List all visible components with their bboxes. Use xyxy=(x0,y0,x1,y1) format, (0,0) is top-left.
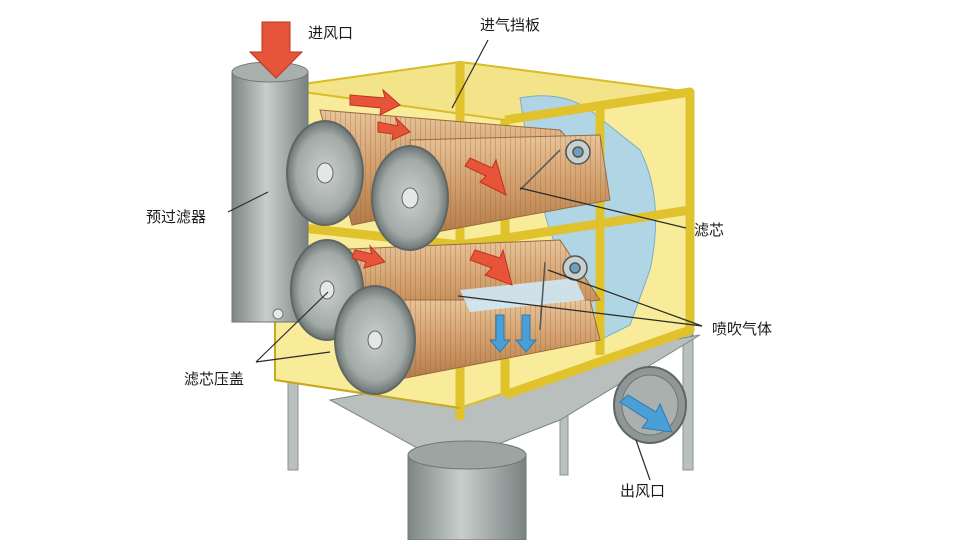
airflow-out-arrows xyxy=(488,314,673,433)
pulse-arrow xyxy=(514,314,538,353)
leader-cartridge-cover-2 xyxy=(255,351,331,363)
airflow-arrow xyxy=(351,244,386,269)
airflow-in-arrows xyxy=(248,21,513,286)
leader-lines xyxy=(227,39,703,481)
label-cartridge-cover: 滤芯压盖 xyxy=(184,370,245,388)
label-outlet: 出风口 xyxy=(620,482,666,500)
leader-pre-filter xyxy=(227,191,269,213)
pulse-arrow xyxy=(488,314,512,353)
label-filter-cartridge: 滤芯 xyxy=(694,221,725,239)
upper-cartridges xyxy=(319,109,611,236)
airflow-arrow xyxy=(377,116,411,141)
leader-pulse-gas-2 xyxy=(457,295,703,327)
leader-inlet-baffle xyxy=(451,39,489,109)
leader-outlet xyxy=(635,439,651,481)
label-pre-filter: 预过滤器 xyxy=(146,208,207,226)
airflow-arrow xyxy=(464,157,507,196)
pulse-valves xyxy=(519,139,591,331)
airflow-arrow xyxy=(469,248,513,286)
leader-cartridge-cover-1 xyxy=(255,291,329,363)
label-inlet: 进风口 xyxy=(308,24,354,42)
airflow-arrow xyxy=(349,88,401,116)
discharge-cylinder xyxy=(407,440,527,540)
leader-filter-cartridge xyxy=(519,187,687,229)
leader-pulse-gas-1 xyxy=(547,269,703,327)
outlet-arrow xyxy=(619,394,673,433)
label-pulse-gas: 喷吹气体 xyxy=(712,320,773,338)
inlet-arrow xyxy=(248,21,304,79)
label-inlet-baffle: 进气挡板 xyxy=(480,16,541,34)
cartridge-end-caps xyxy=(286,120,449,395)
